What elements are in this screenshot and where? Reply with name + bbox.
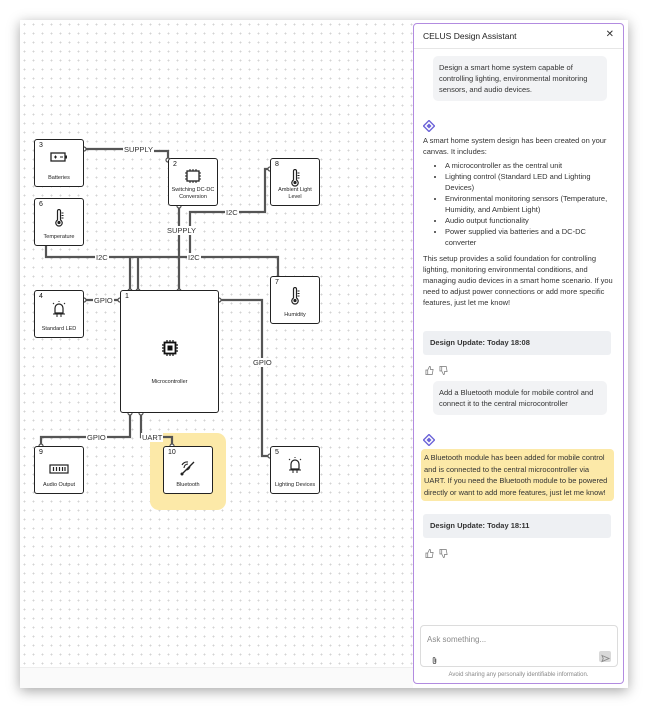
- block-label: Microcontroller: [151, 378, 188, 385]
- wire-label-i2c: I2C: [187, 253, 201, 262]
- block-label: Lighting Devices: [274, 481, 316, 488]
- wire-label-supply: SUPPLY: [166, 226, 198, 235]
- wire-label-gpio: GPIO: [252, 358, 273, 367]
- list-item: Power supplied via batteries and a DC-DC…: [445, 226, 616, 248]
- block-microcontroller[interactable]: 1 Microcontroller: [120, 290, 219, 413]
- wire-label-gpio: GPIO: [86, 433, 107, 442]
- block-label: Batteries: [48, 174, 70, 181]
- block-label: Standard LED: [41, 325, 77, 332]
- send-icon: [601, 654, 611, 663]
- block-audio-output[interactable]: 9 Audio Output: [34, 446, 84, 494]
- block-lighting-devices[interactable]: 5 Lighting Devices: [270, 446, 320, 494]
- block-ambient-light[interactable]: 8 Ambient Light Level: [270, 158, 320, 206]
- microcontroller-icon: [161, 339, 179, 362]
- canvas-footer: [20, 667, 413, 688]
- thermometer-icon: [290, 286, 300, 310]
- feedback-row: [425, 549, 448, 558]
- block-number: 7: [275, 279, 279, 286]
- block-number: 2: [173, 161, 177, 168]
- block-number: 4: [39, 293, 43, 300]
- assistant-message: A smart home system design has been crea…: [423, 135, 616, 308]
- block-label: Switching DC-DC Conversion: [171, 187, 215, 200]
- block-label: Bluetooth: [176, 481, 200, 488]
- block-number: 6: [39, 201, 43, 208]
- wire-gpio-lighting: [219, 298, 270, 458]
- assistant-list: A microcontroller as the central unit Li…: [423, 160, 616, 248]
- user-message: Add a Bluetooth module for mobile contro…: [433, 381, 607, 415]
- thumbs-up-icon[interactable]: [425, 549, 434, 558]
- block-number: 1: [125, 293, 129, 300]
- panel-title: CELUS Design Assistant: [423, 31, 517, 41]
- block-number: 8: [275, 161, 279, 168]
- bluetooth-icon: [179, 459, 197, 482]
- list-item: Lighting control (Standard LED and Light…: [445, 171, 616, 193]
- assistant-intro: A smart home system design has been crea…: [423, 136, 607, 156]
- block-label: Ambient Light Level: [278, 187, 312, 200]
- assistant-diamond-icon: [422, 433, 436, 451]
- wire-i2c-bus: [44, 239, 280, 278]
- chip-icon: [184, 169, 202, 188]
- block-batteries[interactable]: 3 Batteries: [34, 139, 84, 187]
- wire-label-i2c: I2C: [95, 253, 109, 262]
- block-dcdc-converter[interactable]: 2 Switching DC-DC Conversion: [168, 158, 218, 206]
- panel-header: CELUS Design Assistant ✕: [414, 24, 623, 49]
- paperclip-icon[interactable]: [431, 652, 438, 670]
- close-icon[interactable]: ✕: [605, 29, 614, 40]
- assistant-diamond-icon: [422, 119, 436, 137]
- list-item: Audio output functionality: [445, 215, 616, 226]
- wire-label-gpio: GPIO: [93, 296, 114, 305]
- assistant-message-highlighted: A Bluetooth module has been added for mo…: [421, 449, 614, 501]
- block-bluetooth[interactable]: 10 Bluetooth: [163, 446, 213, 494]
- wire-gpio-audio: [39, 413, 132, 446]
- block-standard-led[interactable]: 4 Standard LED: [34, 290, 84, 338]
- led-icon: [288, 457, 302, 478]
- assistant-panel: CELUS Design Assistant ✕ Design a smart …: [413, 23, 624, 684]
- send-button[interactable]: [599, 651, 611, 663]
- block-label: Temperature: [43, 233, 75, 240]
- block-label: Audio Output: [42, 481, 76, 488]
- thermometer-icon: [290, 168, 300, 192]
- block-number: 5: [275, 449, 279, 456]
- thermometer-icon: [54, 208, 64, 232]
- user-message: Design a smart home system capable of co…: [433, 56, 607, 101]
- list-item: A microcontroller as the central unit: [445, 160, 616, 171]
- thumbs-up-icon[interactable]: [425, 366, 434, 375]
- app-window: SUPPLY SUPPLY I2C I2C I2C GPIO GPIO GPIO…: [20, 20, 628, 688]
- block-humidity[interactable]: 7 Humidity: [270, 276, 320, 324]
- block-number: 10: [168, 449, 176, 456]
- design-update-card[interactable]: Design Update: Today 18:11: [423, 514, 611, 538]
- thumbs-down-icon[interactable]: [439, 549, 448, 558]
- design-update-card[interactable]: Design Update: Today 18:08: [423, 331, 611, 355]
- assistant-outro: This setup provides a solid foundation f…: [423, 254, 613, 307]
- feedback-row: [425, 366, 448, 375]
- block-number: 3: [39, 142, 43, 149]
- thumbs-down-icon[interactable]: [439, 366, 448, 375]
- design-canvas[interactable]: SUPPLY SUPPLY I2C I2C I2C GPIO GPIO GPIO…: [20, 20, 413, 688]
- chat-input[interactable]: [427, 632, 607, 646]
- list-item: Environmental monitoring sensors (Temper…: [445, 193, 616, 215]
- wire-label-uart: UART: [141, 433, 164, 442]
- led-icon: [52, 301, 66, 322]
- wire-label-i2c: I2C: [225, 208, 239, 217]
- block-temperature[interactable]: 6 Temperature: [34, 198, 84, 246]
- wire-label-supply: SUPPLY: [123, 145, 155, 154]
- battery-icon: [50, 150, 68, 168]
- privacy-disclaimer: Avoid sharing any personally identifiabl…: [448, 672, 589, 678]
- block-number: 9: [39, 449, 43, 456]
- audio-icon: [49, 461, 69, 479]
- chat-input-box: [420, 625, 618, 667]
- block-label: Humidity: [284, 311, 306, 318]
